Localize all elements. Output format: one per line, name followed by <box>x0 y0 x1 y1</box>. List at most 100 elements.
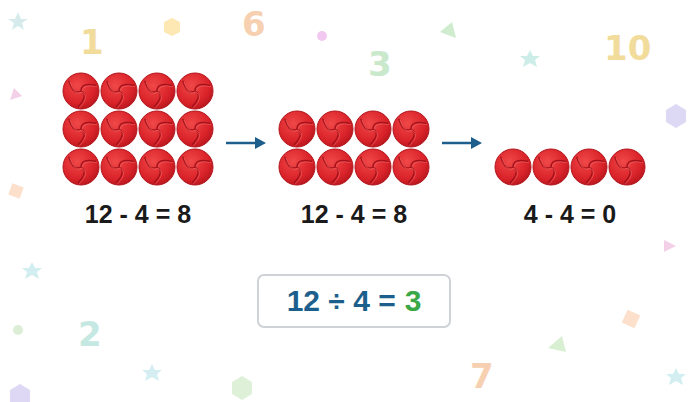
ball-highlight <box>298 124 313 130</box>
ball-highlight <box>295 168 301 184</box>
ball-highlight <box>146 120 158 131</box>
ball-highlight <box>158 86 173 92</box>
ball-highlight <box>362 120 374 131</box>
ball-highlight <box>336 124 351 130</box>
ball-highlight <box>193 92 199 108</box>
ball-body <box>279 111 315 147</box>
ball-swirl <box>323 119 335 130</box>
red-ball <box>101 111 137 147</box>
ball-body <box>177 111 213 147</box>
ball-highlight <box>324 120 336 131</box>
ball-highlight <box>70 82 82 93</box>
ball-highlight <box>295 130 301 146</box>
division-result: 3 <box>405 284 422 318</box>
ball-highlight <box>628 162 643 168</box>
ball-highlight <box>70 158 82 169</box>
ball-swirl <box>285 157 297 168</box>
ball-highlight <box>79 92 85 108</box>
ball-body <box>101 149 137 185</box>
triangle-decor <box>664 240 676 252</box>
subtraction-equation: 4 - 4 = 0 <box>492 200 648 229</box>
ball-highlight <box>184 82 196 93</box>
red-ball <box>279 111 315 147</box>
ball-swirl <box>399 119 411 130</box>
watermark-digit: 7 <box>470 356 494 396</box>
ball-highlight <box>412 162 427 168</box>
ball-highlight <box>155 92 161 108</box>
red-ball <box>139 149 175 185</box>
ball-highlight <box>82 86 97 92</box>
watermark-digit: 3 <box>368 44 392 84</box>
ball-swirl <box>539 157 551 168</box>
ball-body <box>63 111 99 147</box>
ball-body <box>63 73 99 109</box>
division-expression: 12 ÷ 4 = <box>287 284 396 318</box>
ball-body <box>63 149 99 185</box>
ball-highlight <box>82 124 97 130</box>
ball-swirl <box>285 119 297 130</box>
hexagon-decor <box>666 104 686 128</box>
result-box: 12 ÷ 4 = 3 <box>257 274 451 328</box>
star-decor <box>142 364 162 381</box>
ball-highlight <box>511 168 517 184</box>
ball-highlight <box>117 168 123 184</box>
ball-swirl <box>615 157 627 168</box>
ball-body <box>101 73 137 109</box>
ball-body <box>177 73 213 109</box>
ball-highlight <box>193 168 199 184</box>
hexagon-decor <box>232 376 252 400</box>
square-decor <box>8 183 23 198</box>
ball-swirl <box>69 157 81 168</box>
ball-highlight <box>158 162 173 168</box>
ball-highlight <box>412 124 427 130</box>
ball-swirl <box>399 157 411 168</box>
ball-highlight <box>409 168 415 184</box>
ball-highlight <box>184 158 196 169</box>
ball-body <box>495 149 531 185</box>
red-ball <box>63 73 99 109</box>
red-ball <box>355 111 391 147</box>
star-decor <box>520 50 540 67</box>
ball-highlight <box>108 82 120 93</box>
ball-body <box>533 149 569 185</box>
ball-highlight <box>371 130 377 146</box>
ball-highlight <box>196 124 211 130</box>
star-decor <box>666 368 686 385</box>
ball-highlight <box>590 162 605 168</box>
ball-swirl <box>145 119 157 130</box>
ball-highlight <box>196 86 211 92</box>
ball-highlight <box>120 124 135 130</box>
arrow-shaft <box>442 142 473 145</box>
ball-swirl <box>107 157 119 168</box>
ball-highlight <box>108 120 120 131</box>
ball-swirl <box>361 119 373 130</box>
red-ball <box>177 149 213 185</box>
red-ball <box>393 149 429 185</box>
ball-highlight <box>146 158 158 169</box>
ball-swirl <box>69 81 81 92</box>
red-ball <box>533 149 569 185</box>
ball-highlight <box>374 124 389 130</box>
ball-highlight <box>336 162 351 168</box>
red-ball <box>101 149 137 185</box>
red-ball <box>317 111 353 147</box>
ball-highlight <box>120 162 135 168</box>
ball-body <box>139 149 175 185</box>
ball-highlight <box>193 130 199 146</box>
ball-highlight <box>82 162 97 168</box>
ball-swirl <box>361 157 373 168</box>
ball-body <box>317 111 353 147</box>
ball-body <box>317 149 353 185</box>
ball-highlight <box>298 162 313 168</box>
ball-body <box>139 73 175 109</box>
star-decor <box>8 12 28 30</box>
square-decor <box>622 310 641 329</box>
red-ball <box>139 73 175 109</box>
red-ball <box>279 149 315 185</box>
ball-highlight <box>549 168 555 184</box>
ball-swirl <box>107 81 119 92</box>
ball-highlight <box>79 130 85 146</box>
watermark-digit: 10 <box>604 28 651 68</box>
ball-body <box>355 111 391 147</box>
ball-highlight <box>540 158 552 169</box>
